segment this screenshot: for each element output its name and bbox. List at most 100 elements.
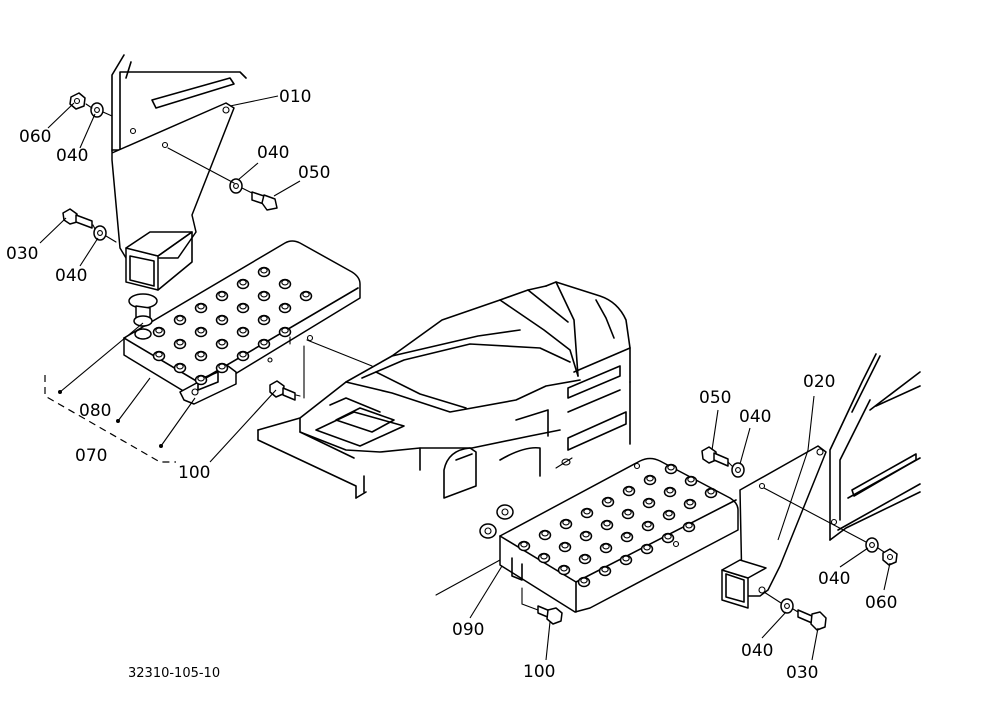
callout-020: 020 [803,372,835,392]
tread-stud [215,314,229,326]
tread-stud-top [260,291,268,298]
tread-stud [578,553,592,565]
tread-stud [682,521,696,533]
leader-lines [39,95,891,661]
tread-stud-top [302,291,310,298]
tread-stud-top [665,510,673,517]
tread-stud [538,529,552,541]
tread-stud-top [603,520,611,527]
tread-stud [215,338,229,350]
tread-stud [643,474,657,486]
tread-stud-top [687,476,695,483]
tread-stud-top [581,554,589,561]
tread-stud [278,278,292,290]
tread-stud-top [580,577,588,584]
tread-stud-top [643,544,651,551]
tread-stud-top [602,543,610,550]
tread-stud [684,475,698,487]
left-washer-040-b [229,178,243,194]
tread-stud [622,485,636,497]
left-washer-040-c [93,225,107,241]
tread-stud [194,302,208,314]
tread-stud [620,531,634,543]
callout-040-left-c: 040 [55,266,87,286]
callout-090: 090 [452,620,484,640]
left-nut-060 [69,92,86,110]
tread-stud [661,532,675,544]
tread-stud [600,519,614,531]
tread-stud [173,338,187,350]
tread-stud [194,350,208,362]
washer-090-b [479,523,497,539]
tread-stud-top [197,303,205,310]
tread-stud-top [561,542,569,549]
tread-stud [557,564,571,576]
tread-stud-top [622,555,630,562]
left-bolt-050 [251,191,278,211]
right-step-studs [517,463,718,588]
right-bolt-050 [701,446,729,467]
tread-stud-top [685,522,693,529]
right-washer-040-b [865,537,879,553]
callout-070: 070 [75,446,107,466]
tread-stud [236,278,250,290]
tread-stud-top [664,533,672,540]
callout-030-right: 030 [786,663,818,683]
callout-040-left-a: 040 [56,146,88,166]
tread-stud-top [176,339,184,346]
callout-010: 010 [279,87,311,107]
tread-stud [517,540,531,552]
tread-stud-top [582,531,590,538]
tread-stud-top [646,475,654,482]
tread-stud [577,576,591,588]
left-bolt-030 [62,208,93,229]
callout-040-right-c: 040 [741,641,773,661]
left-bolt-100 [269,380,296,401]
right-bracket-020 [721,445,827,609]
tread-stud-top [625,486,633,493]
tread-stud [663,486,677,498]
right-bolt-030 [797,609,827,631]
tread-stud-top [239,327,247,334]
tread-stud [257,290,271,302]
tread-stud-top [562,519,570,526]
tread-stud [236,326,250,338]
tread-stud [579,530,593,542]
tread-stud-top [583,508,591,515]
tread-stud-top [540,553,548,560]
callout-100-right: 100 [523,662,555,682]
tread-stud [558,541,572,553]
tread-stud-top [197,327,205,334]
left-step-plate [123,240,361,405]
tread-stud [236,350,250,362]
tread-stud-top [218,291,226,298]
left-bracket-010 [111,102,235,291]
tread-stud [299,290,313,302]
tread-stud-top [541,530,549,537]
tread-stud-top [604,497,612,504]
tread-stud [619,554,633,566]
tread-stud-top [197,375,205,382]
tread-stud [173,314,187,326]
tread-stud [580,507,594,519]
tread-stud-top [667,464,675,471]
callout-030-left: 030 [6,244,38,264]
right-nut-060 [882,548,898,566]
tread-stud-top [176,315,184,322]
tread-stud-top [281,327,289,334]
tread-stud [599,542,613,554]
tread-stud-top [176,363,184,370]
tread-stud [152,326,166,338]
tread-stud-top [624,509,632,516]
tread-stud [152,350,166,362]
callout-040-right-b: 040 [818,569,850,589]
tread-stud-top [218,315,226,322]
callout-060-right: 060 [865,593,897,613]
callout-060-left: 060 [19,127,51,147]
tread-stud [641,520,655,532]
tread-stud [215,362,229,374]
tread-stud-top [645,498,653,505]
tread-stud [257,338,271,350]
tread-stud-top [218,363,226,370]
